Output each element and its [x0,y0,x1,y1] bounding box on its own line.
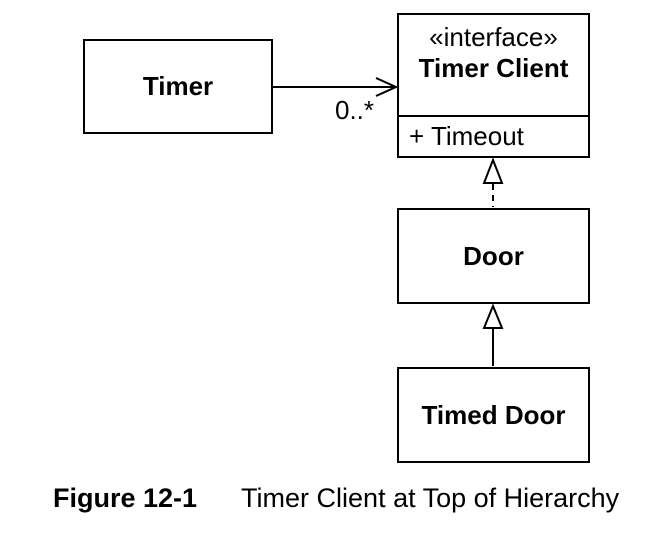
realization-arrow [482,157,504,207]
association-multiplicity: 0..* [335,95,375,125]
open-arrowhead-icon [375,77,399,97]
class-box-timer: Timer [83,39,273,134]
name-compartment: «interface» Timer Client [399,15,588,115]
hollow-triangle-icon [482,303,504,329]
interface-stereotype: «interface» [429,22,558,52]
figure-caption-label: Figure 12-1 [53,483,198,513]
class-name-door: Door [463,240,524,271]
class-box-timed-door: Timed Door [397,367,590,463]
class-name-timer-client: Timer Client [418,53,569,83]
class-name-timed-door: Timed Door [421,399,566,430]
class-name-timer: Timer [142,71,214,101]
class-box-door: Door [397,208,590,304]
association-arrow [273,77,399,97]
operation-timeout: + Timeout [409,121,524,151]
hollow-triangle-icon [482,157,504,184]
figure-caption-title: Timer Client at Top of Hierarchy [241,483,620,513]
generalization-arrow [482,303,504,366]
class-box-timer-client: «interface» Timer Client + Timeout [397,13,590,158]
operations-compartment: + Timeout [399,115,588,156]
figure-caption: Figure 12-1 Timer Client at Top of Hierar… [53,482,619,514]
